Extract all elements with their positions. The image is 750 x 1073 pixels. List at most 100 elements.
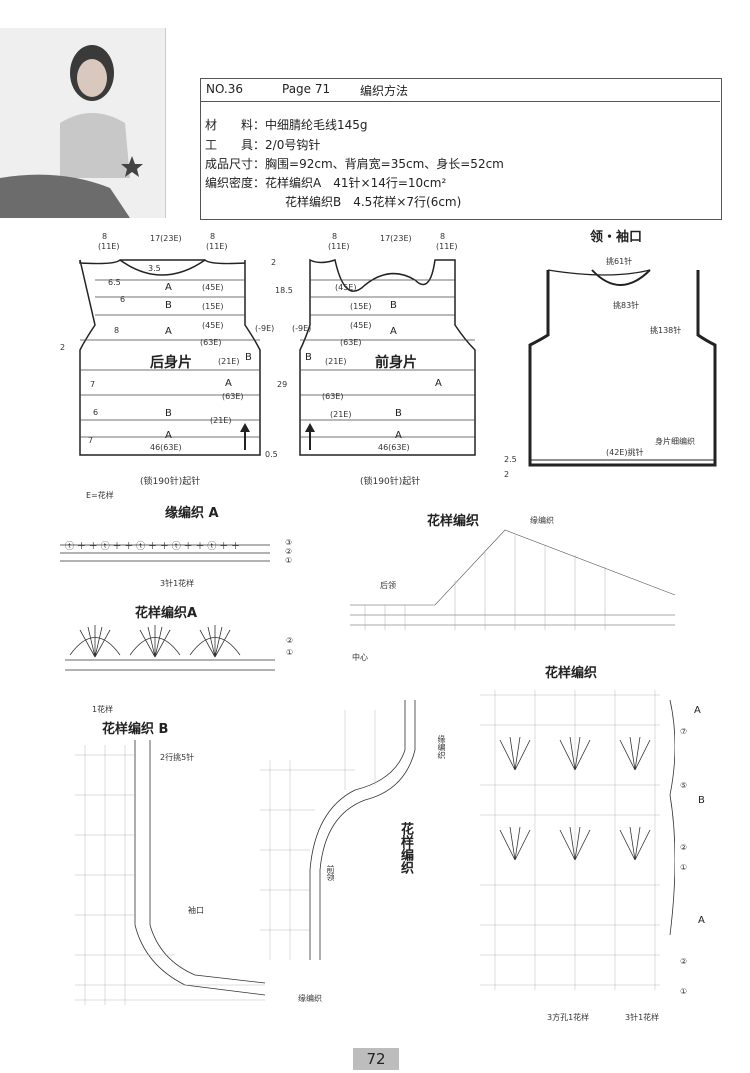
- collar-diagram: [528, 269, 717, 467]
- front-count-8: 46(63E): [378, 443, 410, 452]
- back-row-3: A: [165, 326, 172, 337]
- pattern-a-row-2: ②: [286, 636, 294, 645]
- pattern-b-title: 花样编织 B: [102, 722, 169, 737]
- front-top-dim-3: 17(23E): [380, 234, 412, 243]
- back-left-dim-8: 7: [88, 436, 94, 445]
- front-side-dim-4: 0.5: [265, 450, 278, 459]
- method-title: 编织方法: [360, 84, 409, 98]
- front-row-2: A: [390, 326, 397, 337]
- pattern-top-chart: [350, 529, 676, 630]
- back-count-4: (63E): [200, 338, 222, 347]
- spec-gauge: 编织密度：花样编织A 41针×14行=10cm²: [205, 176, 447, 190]
- pattern-right-row-7: ⑦: [680, 727, 688, 736]
- front-row-1: B: [390, 300, 397, 311]
- pattern-mid-title: 花样编织: [398, 822, 413, 874]
- front-top-dim-1: 8: [332, 232, 338, 241]
- front-row-5: B: [395, 408, 402, 419]
- back-left-dim-6: 7: [90, 380, 96, 389]
- front-row-3: B: [305, 352, 312, 363]
- back-row-6: B: [165, 408, 172, 419]
- front-top-dim-4: 8: [440, 232, 446, 241]
- pattern-right-chart: [480, 690, 675, 990]
- svg-text:ⓣ ＋ ＋ ⓣ ＋ ＋ ⓣ ＋ ＋ ⓣ ＋ ＋ ⓣ ＋ ＋: ⓣ ＋ ＋ ⓣ ＋ ＋ ⓣ ＋ ＋ ⓣ ＋ ＋ ⓣ ＋ ＋: [65, 541, 240, 552]
- edge-a-row-1: ①: [285, 556, 293, 565]
- pattern-right-label-2: 3针1花样: [625, 1013, 660, 1022]
- pattern-right-section-a1: A: [694, 705, 701, 716]
- pattern-a-title: 花样编织A: [135, 606, 198, 621]
- front-bottom-label: (锁190针)起针: [360, 477, 421, 487]
- page-ref: Page 71: [282, 82, 331, 96]
- pattern-right-title: 花样编织: [545, 666, 598, 681]
- pattern-top-title: 花样编织: [427, 514, 480, 529]
- pattern-top-label-3: 中心: [352, 653, 368, 662]
- collar-note-2: 挑83针: [613, 301, 640, 310]
- edge-a-row-2: ②: [285, 547, 293, 556]
- pattern-right-row-1b: ①: [680, 987, 688, 996]
- pattern-number: NO.36: [206, 82, 244, 96]
- back-title: 后身片: [150, 355, 192, 371]
- back-row-4: B: [245, 352, 252, 363]
- spec-material: 材 料：中细腈纶毛线145g: [205, 118, 368, 132]
- collar-note-4: (42E)挑针: [606, 448, 644, 457]
- pattern-right-row-2a: ②: [680, 843, 688, 852]
- front-count-4: (63E): [340, 338, 362, 347]
- back-row-1: A: [165, 282, 172, 293]
- back-row-7: A: [165, 430, 172, 441]
- pattern-right-row-1a: ①: [680, 863, 688, 872]
- pattern-right-section-b: B: [698, 795, 705, 806]
- pattern-right-section-a2: A: [698, 915, 705, 926]
- back-count-2: (15E): [202, 302, 224, 311]
- pattern-b-chart: [75, 740, 266, 1005]
- front-count-2: (15E): [350, 302, 372, 311]
- edge-a-row-3: ③: [285, 538, 293, 547]
- collar-note-6: 2.5: [504, 455, 517, 464]
- front-row-4: A: [435, 378, 442, 389]
- collar-note-3: 挑138针: [650, 326, 682, 335]
- stitch-note: E=花样: [86, 491, 114, 500]
- back-left-dim-7: 6: [93, 408, 99, 417]
- pattern-b-label-2: 袖口: [188, 906, 204, 915]
- back-top-dim-1: 8: [102, 232, 108, 241]
- front-body-diagram: [299, 258, 476, 456]
- back-count-3: (45E): [202, 321, 224, 330]
- back-bottom-label: (锁190针)起针: [140, 477, 201, 487]
- collar-title: 领・袖口: [590, 230, 643, 245]
- back-left-dim-4: 8: [114, 326, 120, 335]
- pattern-top-label-1: 缘编织: [530, 516, 554, 525]
- back-left-dim-1: 3.5: [148, 264, 161, 273]
- pattern-right-row-2b: ②: [680, 957, 688, 966]
- front-side-dim-3: 29: [277, 380, 288, 389]
- front-title: 前身片: [375, 355, 417, 371]
- pattern-top-label-2: 后领: [380, 581, 396, 590]
- back-row-2: B: [165, 300, 172, 311]
- back-top-dim-3: 17(23E): [150, 234, 182, 243]
- pattern-a-label: 1花样: [92, 705, 114, 714]
- front-top-dim-5: (11E): [436, 242, 458, 251]
- info-divider: [200, 101, 720, 102]
- front-row-6: A: [395, 430, 402, 441]
- pattern-right-row-5: ⑤: [680, 781, 688, 790]
- model-illustration: [0, 28, 165, 218]
- edge-a-chart: ⓣ ＋ ＋ ⓣ ＋ ＋ ⓣ ＋ ＋ ⓣ ＋ ＋ ⓣ ＋ ＋: [60, 541, 270, 562]
- collar-note-1: 挑61针: [606, 257, 633, 266]
- edge-a-title: 缘编织 A: [165, 506, 219, 521]
- collar-note-5: 身片细编织: [655, 437, 695, 446]
- model-photo: [0, 28, 166, 218]
- back-count-8: 46(63E): [150, 443, 182, 452]
- pattern-right-label-1: 3方孔1花样: [547, 1013, 590, 1022]
- back-count-7: (21E): [210, 416, 232, 425]
- pattern-b-label-1: 2行挑5针: [160, 753, 195, 762]
- edge-a-label: 3针1花样: [160, 579, 195, 588]
- page-number: 72: [353, 1048, 399, 1070]
- back-top-dim-2: (11E): [98, 242, 120, 251]
- spec-tool: 工 具：2/0号钩针: [205, 138, 321, 152]
- front-count-1: (45E): [335, 283, 357, 292]
- pattern-mid-label-2: 缘编织: [437, 735, 446, 759]
- back-left-dim-2: 6.5: [108, 278, 121, 287]
- pattern-mid-label-1: 前领: [326, 865, 335, 881]
- collar-note-7: 2: [504, 470, 510, 479]
- front-side-dim-2: 18.5: [275, 286, 293, 295]
- back-top-dim-4: 8: [210, 232, 216, 241]
- back-left-dim-3: 6: [120, 295, 126, 304]
- front-top-dim-2: (11E): [328, 242, 350, 251]
